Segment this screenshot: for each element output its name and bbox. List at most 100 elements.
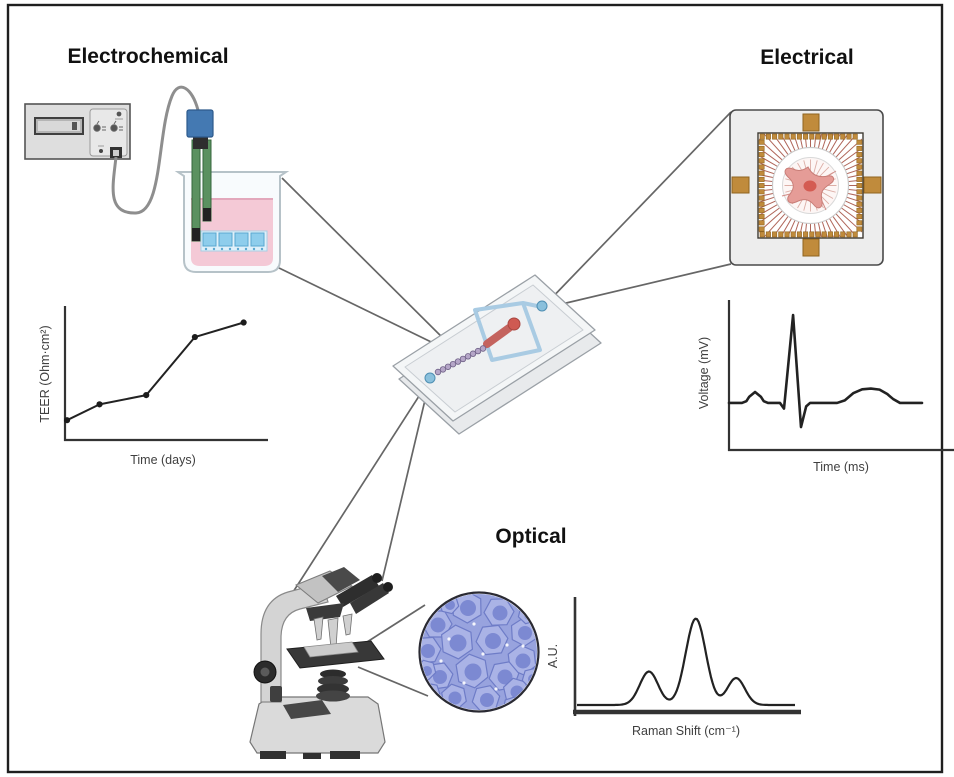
microscope-foot [330, 751, 360, 759]
mea-pad [758, 195, 765, 201]
mea-pad [846, 231, 852, 238]
chip-channel-dot [454, 358, 462, 365]
mea-pad [803, 231, 809, 238]
knob-icon [110, 120, 123, 132]
mea-pad [856, 189, 863, 195]
connector-beaker-to-chip-top [281, 177, 463, 358]
mea-pad [827, 231, 833, 238]
beaker-with-inserts [174, 109, 290, 273]
mea-pad [758, 214, 765, 220]
electrode-probe [186, 109, 214, 242]
mea-pad [856, 145, 863, 151]
mea-pad [758, 226, 765, 232]
mea-pad [815, 231, 821, 238]
neuron-nucleus [803, 180, 817, 192]
neuron-dendrite [827, 170, 837, 177]
mea-pad [772, 133, 778, 140]
stage-slide [303, 641, 359, 658]
objective-lens [342, 613, 353, 636]
teer-data-point [240, 319, 247, 326]
raman-series [577, 617, 795, 707]
mea-pad [758, 207, 765, 213]
cell-junction-speck [505, 643, 509, 647]
connector-stage-to-inset-bottom [357, 666, 429, 697]
cell-nucleus [515, 653, 531, 669]
voltage-chart: Voltage (mV) Time (ms) [697, 300, 954, 474]
mea-pad [815, 133, 821, 140]
cell-junction-speck [481, 652, 485, 656]
voltage-y-axis-label: Voltage (mV) [697, 337, 711, 409]
mea-ring-outer-edge [771, 146, 850, 225]
chip-channel-dot [464, 353, 472, 360]
mea-pad [856, 176, 863, 182]
mea-pad [759, 133, 765, 140]
mea-pad [784, 231, 790, 238]
electrode-prong-long [191, 139, 201, 242]
cell-nucleus [433, 670, 447, 684]
mea-pad [856, 214, 863, 220]
cell-nucleus [460, 600, 476, 616]
mea-pad [827, 133, 833, 140]
mea-pad [796, 133, 802, 140]
cell-nucleus [449, 634, 467, 652]
mea-pad [758, 164, 765, 170]
knob-icon [93, 120, 106, 132]
cell-micrograph-inset [418, 591, 540, 713]
cell-nucleus [430, 617, 446, 633]
eyepiece-tube [350, 583, 389, 614]
mea-pad [856, 201, 863, 207]
mea-pad [772, 231, 778, 238]
mea-pad [834, 133, 840, 140]
mea-pad [846, 133, 852, 140]
neuron-illustration [781, 166, 837, 211]
micrograph-border [418, 591, 540, 713]
electrochemical-title: Electrochemical [67, 45, 228, 68]
cell-junction-speck [472, 622, 476, 626]
mea-pad [796, 231, 802, 238]
sub-stage-knob [270, 686, 282, 702]
mea-pad [778, 231, 784, 238]
instrument-display-cursor [72, 122, 77, 130]
chip-channel-dot [434, 368, 442, 376]
mea-pad [840, 133, 846, 140]
neuron-dendrite [821, 200, 827, 211]
voltage-x-axis-label: Time (ms) [813, 460, 869, 474]
mea-pad [758, 139, 765, 145]
microscope [249, 567, 393, 759]
cell-nucleus [518, 626, 532, 640]
mea-pad [778, 133, 784, 140]
mea-pad [758, 183, 765, 189]
teer-x-axis-label: Time (days) [130, 453, 196, 467]
chip-outlet-port [424, 372, 436, 384]
mea-pad [758, 176, 765, 182]
mea-pad [758, 201, 765, 207]
connector-mea-to-chip-bottom [544, 263, 732, 309]
cell-junction-speck [439, 659, 443, 663]
chip-channel-dot [444, 363, 452, 370]
chip-inner-face [404, 284, 584, 413]
membrane-pores [204, 247, 264, 251]
mea-pad [758, 220, 765, 226]
chip-channel-dot [449, 360, 457, 368]
mea-pad [856, 170, 863, 176]
electrode-neck [193, 135, 208, 149]
mea-pad [758, 152, 765, 158]
mea-pad [790, 231, 796, 238]
mea-pad [758, 189, 765, 195]
microscope-base-detail [283, 700, 331, 719]
voltage-waveform [727, 313, 924, 429]
condenser-ring [320, 669, 346, 679]
potentiostat-instrument [24, 103, 131, 160]
mea-pad [758, 145, 765, 151]
microscope-prism [322, 567, 360, 592]
electrode-cable [111, 85, 200, 215]
cell-nucleus [492, 605, 508, 621]
connector-mea-to-chip-top [543, 111, 732, 307]
cell-nucleus [497, 669, 513, 685]
mea-pad [852, 231, 858, 238]
mea-pad [758, 170, 765, 176]
chip-inlet-port [536, 300, 548, 312]
cell-junction-speck [447, 637, 451, 641]
